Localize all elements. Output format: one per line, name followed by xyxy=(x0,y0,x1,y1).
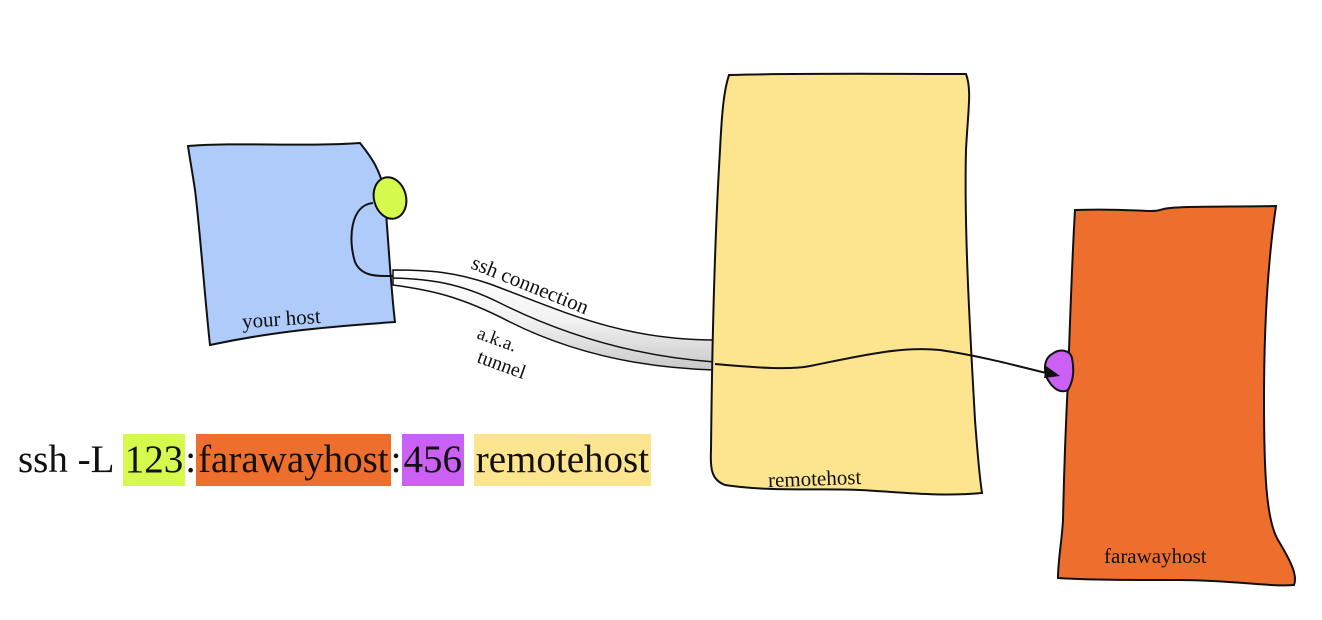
arrowhead-icon xyxy=(1044,366,1060,378)
local-loop-line xyxy=(350,202,397,278)
forward-connection-line xyxy=(714,348,1059,378)
remotehost-label: remotehost xyxy=(768,465,862,492)
cmd-ssh-server: remotehost xyxy=(473,434,652,486)
local-port-bubble xyxy=(372,176,408,220)
cmd-prefix: ssh -L xyxy=(18,438,123,481)
remote-port-bubble xyxy=(1043,349,1075,393)
cmd-target-port: 456 xyxy=(401,434,464,486)
cmd-local-port: 123 xyxy=(122,434,186,486)
your-host-box xyxy=(186,141,397,347)
ssh-command: ssh -L 123:farawayhost:456 remotehost xyxy=(18,434,652,486)
tunnel-inner-line xyxy=(392,277,716,363)
cmd-target-host: farawayhost xyxy=(196,434,391,486)
farawayhost-box xyxy=(1056,204,1296,587)
cmd-space xyxy=(464,434,474,486)
remotehost-box xyxy=(709,72,984,496)
farawayhost-label: farawayhost xyxy=(1104,544,1207,568)
your-host-label: your host xyxy=(241,304,321,333)
cmd-separator-2: : xyxy=(390,438,402,481)
cmd-separator-1: : xyxy=(185,438,197,481)
